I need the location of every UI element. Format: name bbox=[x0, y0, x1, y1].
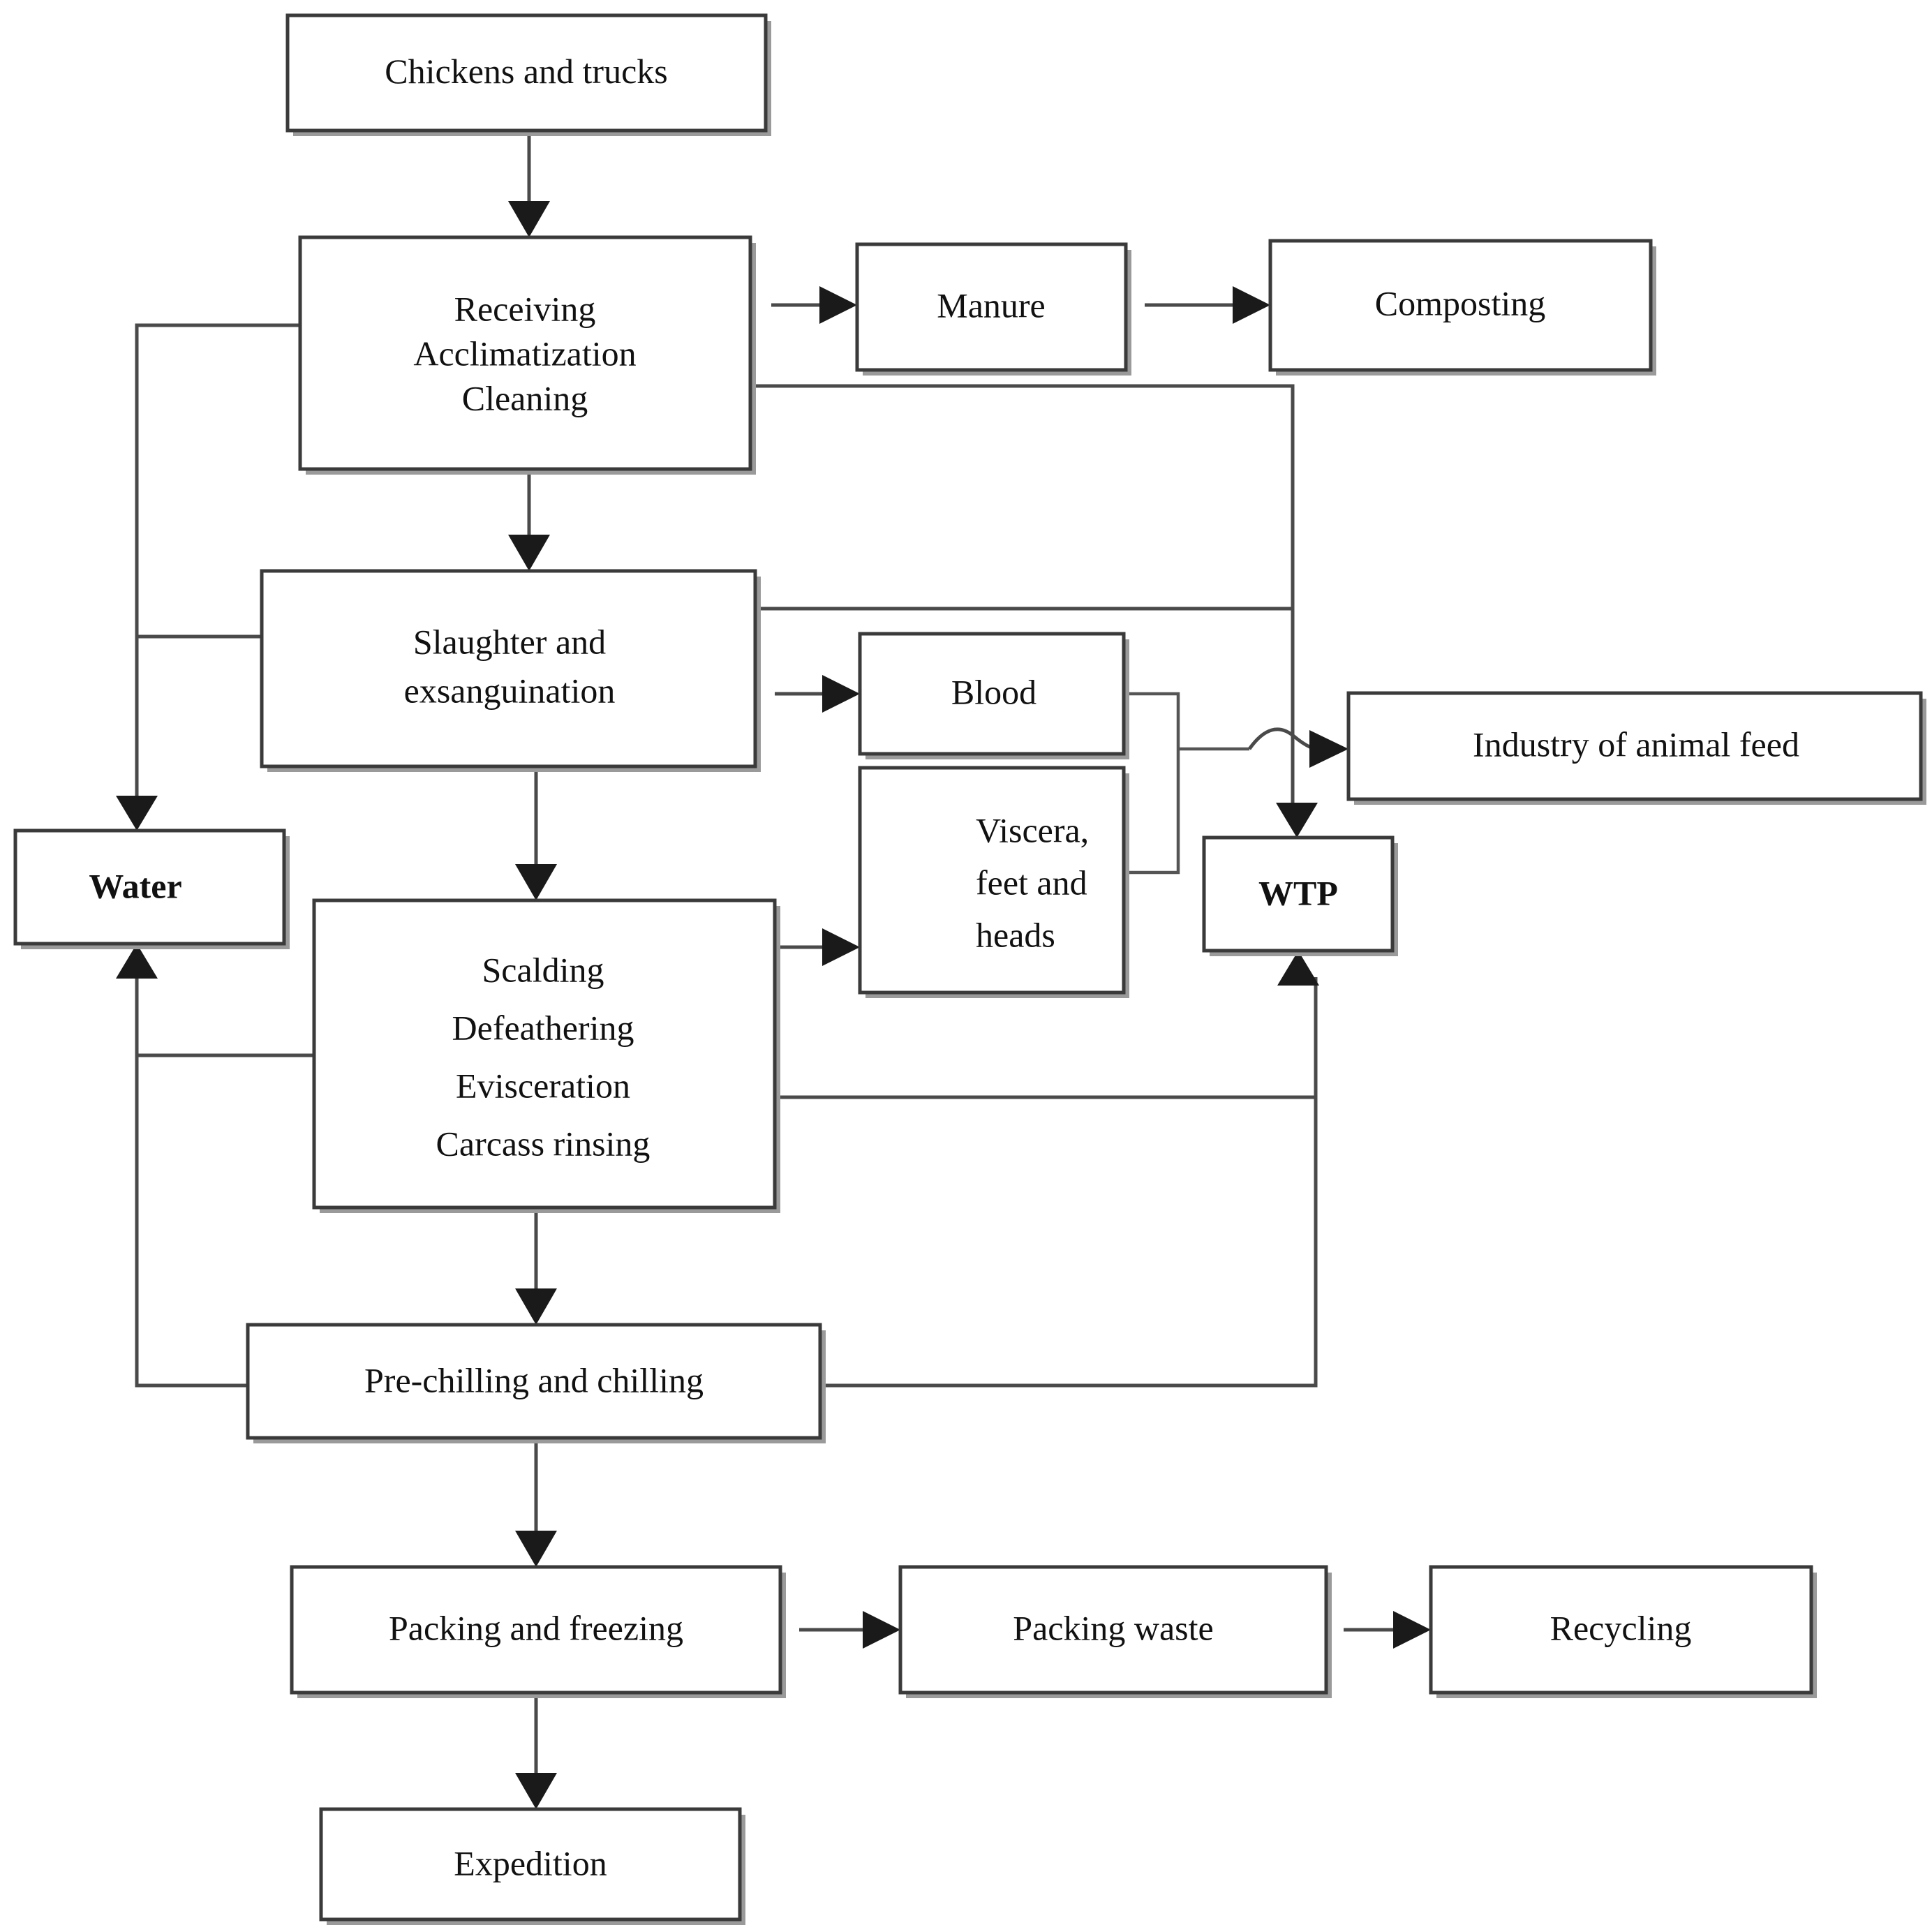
node-label: Recycling bbox=[1550, 1608, 1692, 1647]
node-label: Expedition bbox=[454, 1843, 607, 1882]
node-box bbox=[285, 13, 768, 133]
node-label: Packing waste bbox=[1013, 1608, 1213, 1647]
node-box bbox=[13, 828, 286, 946]
node-prechilling[interactable]: Pre-chilling and chilling bbox=[246, 1323, 826, 1443]
node-expedition[interactable]: Expedition bbox=[319, 1807, 745, 1925]
node-label-line-3: Cleaning bbox=[462, 378, 588, 417]
arrowhead-water-bottom bbox=[116, 944, 158, 979]
arrowhead-prechilling bbox=[515, 1288, 557, 1325]
node-label: Industry of animal feed bbox=[1473, 724, 1799, 764]
arrowhead-blood bbox=[822, 675, 860, 713]
node-scalding[interactable]: Scalding Defeathering Evisceration Carca… bbox=[312, 898, 780, 1213]
node-slaughter[interactable]: Slaughter and exsanguination bbox=[260, 569, 761, 772]
node-box bbox=[312, 898, 777, 1210]
node-label: Packing and freezing bbox=[389, 1608, 683, 1647]
edge-receiving-to-water bbox=[135, 323, 300, 810]
node-label: Water bbox=[89, 866, 181, 905]
node-label-line-1: Scalding bbox=[482, 950, 604, 989]
node-label-line-2: Defeathering bbox=[452, 1008, 634, 1047]
arrowhead-recycling bbox=[1393, 1611, 1431, 1649]
node-chickens[interactable]: Chickens and trucks bbox=[285, 13, 771, 136]
node-box bbox=[246, 1323, 822, 1440]
arrowhead-viscera bbox=[822, 928, 860, 966]
node-box bbox=[855, 242, 1128, 372]
node-box bbox=[858, 632, 1126, 756]
node-layer: Chickens and trucks Receiving Acclimatiz… bbox=[13, 13, 1926, 1925]
node-label: Blood bbox=[951, 672, 1036, 711]
node-label-line-2: exsanguination bbox=[404, 671, 616, 710]
edge-receiving-to-wtp bbox=[750, 384, 1295, 818]
node-label-line-4: Carcass rinsing bbox=[436, 1124, 651, 1163]
node-box bbox=[260, 569, 757, 768]
arrowhead-manure bbox=[819, 286, 857, 324]
node-water[interactable]: Water bbox=[13, 828, 290, 949]
node-label-line-3: Evisceration bbox=[456, 1066, 630, 1105]
node-box bbox=[298, 235, 752, 471]
node-label: Composting bbox=[1375, 283, 1545, 322]
node-packing-waste[interactable]: Packing waste bbox=[898, 1565, 1332, 1698]
node-box bbox=[1202, 835, 1395, 953]
node-industry-of-animal-feed[interactable]: Industry of animal feed bbox=[1346, 691, 1926, 805]
node-label: Pre-chilling and chilling bbox=[364, 1360, 704, 1399]
node-packing-and-freezing[interactable]: Packing and freezing bbox=[290, 1565, 786, 1698]
node-blood[interactable]: Blood bbox=[858, 632, 1129, 759]
node-box bbox=[1429, 1565, 1813, 1695]
edge-viscera-bracket bbox=[1124, 749, 1180, 875]
connector-layer bbox=[116, 131, 1431, 1809]
edge-prechilling-to-water bbox=[135, 1055, 248, 1388]
node-label: WTP bbox=[1258, 873, 1338, 912]
node-box bbox=[319, 1807, 742, 1922]
edge-blood-bracket bbox=[1124, 692, 1180, 749]
node-label-line-2: Acclimatization bbox=[413, 334, 636, 373]
node-receiving[interactable]: Receiving Acclimatization Cleaning bbox=[298, 235, 756, 475]
node-label-line-3: heads bbox=[976, 915, 1055, 954]
arrowhead-composting bbox=[1233, 286, 1270, 324]
node-box bbox=[858, 766, 1126, 995]
node-label-line-1: Slaughter and bbox=[413, 622, 606, 661]
node-box bbox=[1346, 691, 1923, 801]
node-box bbox=[898, 1565, 1328, 1695]
node-composting[interactable]: Composting bbox=[1268, 239, 1656, 376]
node-label-line-1: Receiving bbox=[454, 289, 596, 328]
node-manure[interactable]: Manure bbox=[855, 242, 1131, 376]
node-viscera[interactable]: Viscera, feet and heads bbox=[858, 766, 1129, 998]
node-box bbox=[290, 1565, 782, 1695]
node-label: Chickens and trucks bbox=[385, 52, 667, 91]
arrowhead-receiving bbox=[508, 201, 550, 237]
arrowhead-scalding bbox=[515, 864, 557, 900]
edge-scalding-to-water bbox=[135, 972, 314, 1057]
arrowhead-packing bbox=[515, 1531, 557, 1567]
node-label-line-2: feet and bbox=[976, 863, 1087, 902]
arrowhead-wtp-top bbox=[1276, 803, 1318, 838]
arrowhead-wtp-bottom bbox=[1277, 951, 1319, 986]
node-box bbox=[1268, 239, 1653, 372]
node-recycling[interactable]: Recycling bbox=[1429, 1565, 1817, 1698]
edge-prechilling-to-wtp bbox=[820, 1097, 1318, 1388]
arrowhead-water-top bbox=[116, 796, 158, 831]
node-label-line-1: Viscera, bbox=[976, 810, 1089, 849]
node-label: Manure bbox=[937, 285, 1046, 325]
arrowhead-expedition bbox=[515, 1773, 557, 1809]
node-wtp[interactable]: WTP bbox=[1202, 835, 1398, 956]
arrowhead-slaughter bbox=[508, 535, 550, 571]
arrowhead-packwaste bbox=[863, 1611, 900, 1649]
arrowhead-industry bbox=[1309, 730, 1348, 768]
